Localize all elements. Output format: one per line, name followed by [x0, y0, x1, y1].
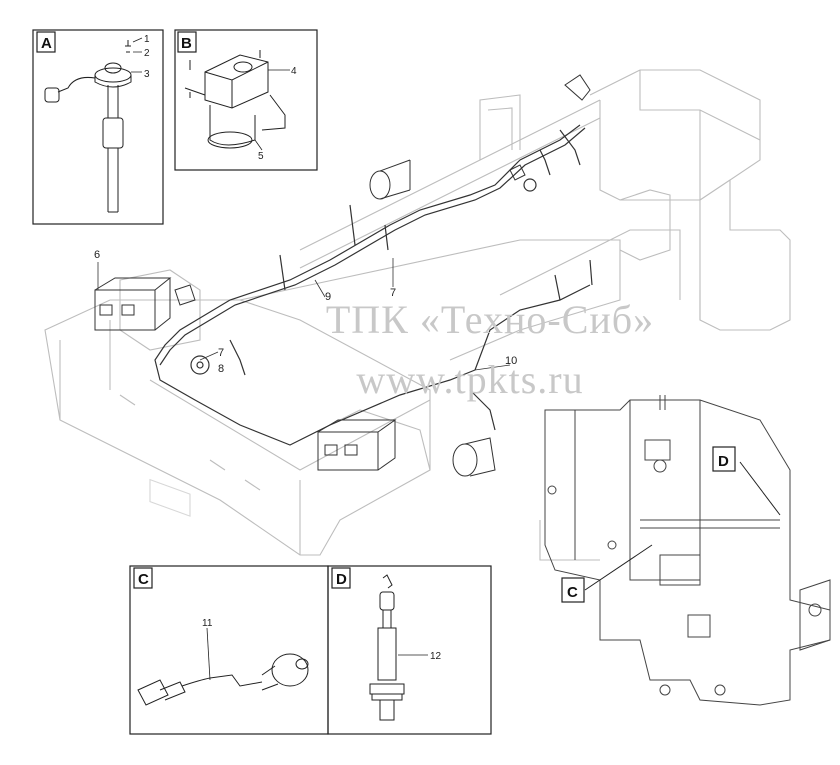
- callout-8: 8: [218, 363, 224, 375]
- view-d-label-box: [331, 567, 351, 589]
- view-b-label-box: [177, 31, 197, 53]
- battery-box-left: [94, 277, 172, 331]
- view-c-letter: C: [138, 571, 149, 588]
- marker-c-letter: C: [567, 584, 578, 601]
- callout-7a: 7: [390, 287, 396, 299]
- view-d: D 12: [327, 565, 492, 735]
- callout-2: 2: [144, 48, 150, 59]
- view-a: A 1 2 3: [32, 29, 164, 225]
- speed-sensor: [369, 574, 405, 721]
- callout-4: 4: [291, 66, 297, 77]
- callout-11: 11: [202, 618, 213, 629]
- callout-1: 1: [144, 34, 150, 45]
- wiring-harness: [154, 124, 593, 446]
- main-callout-labels: 6 7 7 8 9 10: [94, 249, 517, 375]
- callout-10: 10: [505, 355, 517, 367]
- fuel-level-sensor: [44, 40, 132, 213]
- callout-12: 12: [430, 651, 442, 662]
- main-callout-leaders: [97, 258, 511, 371]
- view-d-letter: D: [336, 571, 347, 588]
- callout-3: 3: [144, 69, 150, 80]
- view-c-label-box: [133, 567, 153, 589]
- callout-6: 6: [94, 249, 100, 261]
- temperature-sensor: [137, 653, 309, 706]
- view-a-letter: A: [41, 35, 52, 52]
- chassis-frame: [44, 69, 791, 561]
- callout-9: 9: [325, 291, 331, 303]
- callout-5: 5: [258, 151, 264, 162]
- view-c: C 11: [129, 565, 329, 735]
- connector-cluster: [174, 74, 591, 306]
- view-b: B 4 5: [174, 29, 318, 171]
- relay-solenoid: [184, 50, 286, 149]
- marker-c-box: [561, 577, 585, 603]
- marker-d-letter: D: [718, 453, 729, 470]
- starter-motor: [369, 159, 411, 200]
- marker-d-box: [712, 446, 736, 472]
- view-a-label-box: [36, 31, 56, 53]
- transmission-housing: [544, 395, 831, 706]
- battery-box-right: [317, 419, 397, 471]
- detail-markers: C D: [561, 446, 781, 603]
- view-b-letter: B: [181, 35, 192, 52]
- callout-7b: 7: [218, 347, 224, 359]
- alternator: [452, 437, 496, 477]
